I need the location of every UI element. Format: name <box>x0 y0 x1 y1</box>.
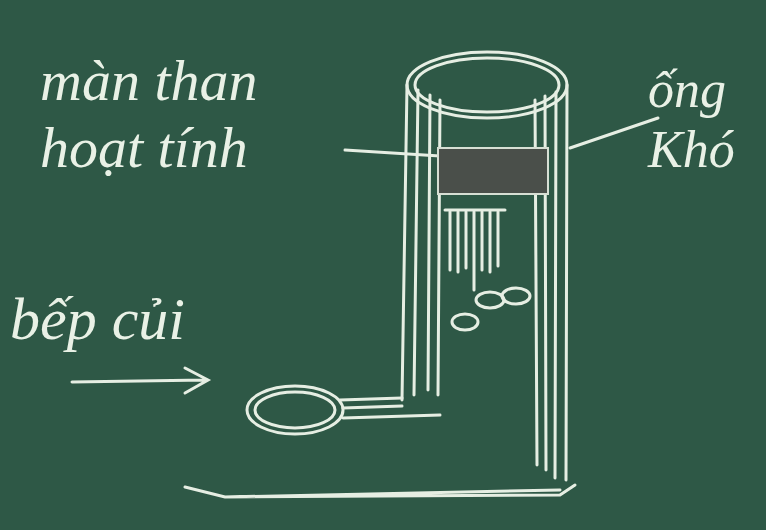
chimney-wall <box>535 85 567 480</box>
filter-bundle <box>445 210 505 290</box>
stove-opening <box>255 392 335 428</box>
pointer-arrow <box>72 368 208 393</box>
leader-line <box>570 118 658 148</box>
part-label: màn than hoạt tính <box>40 48 325 181</box>
carbon-band <box>438 148 548 194</box>
stove-opening <box>247 386 343 434</box>
grate-ring <box>452 314 478 330</box>
part-label: bếp củi <box>10 285 270 354</box>
base <box>185 485 575 497</box>
duct <box>340 398 440 418</box>
part-label: ống Khó <box>648 60 760 180</box>
chimney-wall <box>402 85 440 400</box>
chimney-top <box>415 58 559 112</box>
grate-ring <box>476 292 504 308</box>
grate-ring <box>502 288 530 304</box>
leader-line <box>345 150 440 156</box>
